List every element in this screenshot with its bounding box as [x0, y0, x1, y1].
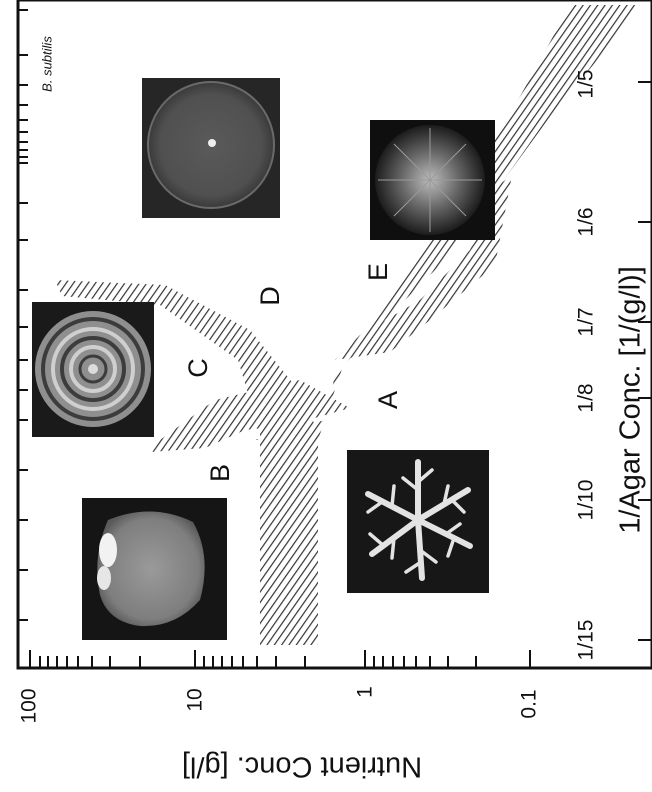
y-tick-label: 1/8 [575, 383, 598, 412]
colony-image-b [82, 498, 227, 640]
y-tick-label: 1/15 [575, 620, 598, 661]
colony-image-a [347, 450, 489, 593]
plot-frame [16, 0, 652, 670]
x-tick-label: 100 [18, 688, 41, 723]
phase-label-c: C [183, 358, 213, 378]
x-tick-label: 10 [184, 688, 207, 711]
phase-label-a: A [373, 391, 403, 409]
y-tick-label: 1/10 [575, 480, 598, 521]
species-label: B. subtilis [39, 36, 54, 92]
phase-label-e: E [363, 263, 393, 281]
phase-label-d: D [255, 286, 285, 306]
x-axis-title: Nutrient Conc. [g/l] [182, 750, 422, 782]
x-tick-label: 0.1 [518, 689, 541, 718]
y-tick-label: 1/7 [575, 307, 598, 336]
y-axis-ticks [638, 81, 652, 641]
y-axis-title: 1/Agar Conc. [1/(g/l)] [615, 266, 647, 534]
x-axis-ticks-left [18, 9, 28, 621]
y-tick-label: 1/6 [575, 207, 598, 236]
colony-image-e [370, 120, 495, 240]
colony-image-c [32, 302, 154, 437]
boundary-c-right-arm [150, 380, 350, 452]
x-axis-ticks [29, 650, 531, 668]
y-tick-label: 1/5 [575, 69, 598, 98]
x-tick-label: 1 [354, 686, 377, 698]
phase-label-b: B [205, 464, 235, 482]
boundary-vertical-band [260, 430, 318, 645]
colony-image-d [142, 78, 280, 218]
